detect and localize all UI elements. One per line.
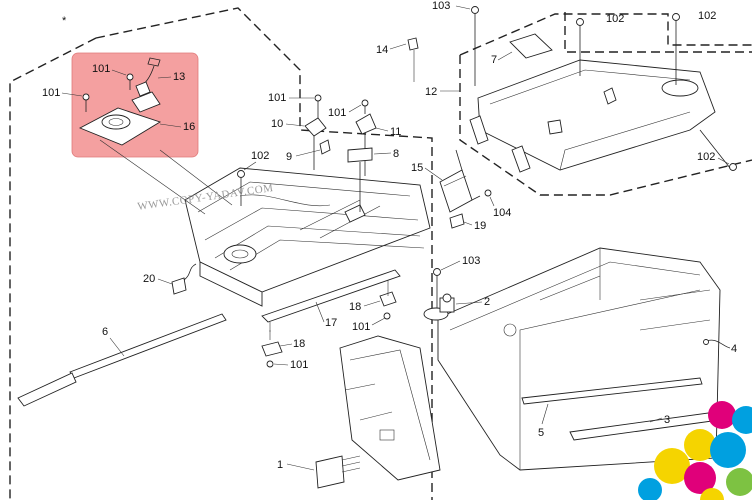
callout-101-c: 101 — [268, 92, 286, 104]
callout-1: 1 — [277, 459, 283, 471]
bracket-18-a — [379, 280, 397, 307]
asterisk-label: * — [62, 15, 67, 27]
screw-101-f — [266, 360, 274, 368]
callout-103-top: 103 — [432, 0, 450, 12]
callout-101-f: 101 — [290, 359, 308, 371]
screw-101-hl-b — [82, 93, 90, 112]
callout-5: 5 — [538, 427, 544, 439]
clip-9 — [319, 139, 331, 155]
callout-3: 3 — [664, 414, 670, 426]
screw-101-c — [314, 94, 322, 118]
screw-103-mid — [433, 268, 441, 308]
callout-17: 17 — [325, 317, 337, 329]
callout-103-mid: 103 — [462, 255, 480, 267]
rail-17 — [261, 269, 401, 323]
callout-2: 2 — [484, 296, 490, 308]
screw-101-hl-a — [126, 73, 134, 90]
callout-16: 16 — [183, 121, 195, 133]
bracket-18-b — [261, 330, 283, 357]
screw-102-c — [237, 170, 245, 206]
bracket-10 — [304, 117, 327, 170]
callout-6: 6 — [102, 326, 108, 338]
callout-102-b: 102 — [698, 10, 716, 22]
screw-102-a — [576, 18, 584, 76]
callout-9: 9 — [286, 151, 292, 163]
latch-bracket — [469, 115, 531, 173]
plate-7 — [509, 33, 553, 59]
sensor-15 — [439, 149, 473, 213]
screw-group-boundary — [564, 12, 752, 53]
screw-104 — [471, 189, 492, 201]
callout-102-a: 102 — [606, 13, 624, 25]
connector-19 — [449, 213, 465, 229]
bracket-11 — [355, 113, 377, 176]
callout-13: 13 — [173, 71, 185, 83]
callout-101-d: 101 — [328, 107, 346, 119]
bracket-14 — [407, 37, 419, 82]
callout-14: 14 — [376, 44, 388, 56]
callout-4: 4 — [731, 343, 737, 355]
callout-101-e: 101 — [352, 321, 370, 333]
screw-103-top — [471, 6, 479, 86]
screw-101-d — [361, 99, 369, 114]
gear-2 — [423, 293, 455, 321]
callout-7: 7 — [491, 54, 497, 66]
callout-19: 19 — [474, 220, 486, 232]
side-frame — [339, 335, 441, 481]
callout-101-hl-a: 101 — [92, 63, 110, 75]
connector-20 — [171, 263, 197, 295]
cover-12 — [477, 59, 716, 171]
shaft-6 — [17, 313, 227, 407]
callout-12: 12 — [425, 86, 437, 98]
harness-13 — [135, 57, 161, 97]
callout-15: 15 — [411, 162, 423, 174]
main-assembly-boundary — [9, 7, 433, 500]
callout-18-a: 18 — [349, 301, 361, 313]
upper-assembly-boundary — [459, 13, 752, 196]
callout-18-b: 18 — [293, 338, 305, 350]
callout-8: 8 — [393, 148, 399, 160]
callout-20: 20 — [143, 273, 155, 285]
screw-102-b — [672, 13, 680, 85]
callout-104: 104 — [493, 207, 511, 219]
callout-101-hl-b: 101 — [42, 87, 60, 99]
motor-unit-16 — [78, 91, 162, 146]
callout-11: 11 — [390, 126, 401, 138]
cable-4 — [703, 339, 731, 349]
callout-102-c: 102 — [251, 150, 269, 162]
callout-102-d: 102 — [697, 151, 715, 163]
color-wheel-decoration — [638, 401, 752, 500]
screw-101-e — [383, 312, 391, 320]
carriage-frame — [184, 167, 431, 307]
callout-10: 10 — [271, 118, 283, 130]
connector-1 — [315, 455, 361, 489]
rod-5 — [521, 377, 703, 405]
block-8 — [347, 147, 373, 212]
